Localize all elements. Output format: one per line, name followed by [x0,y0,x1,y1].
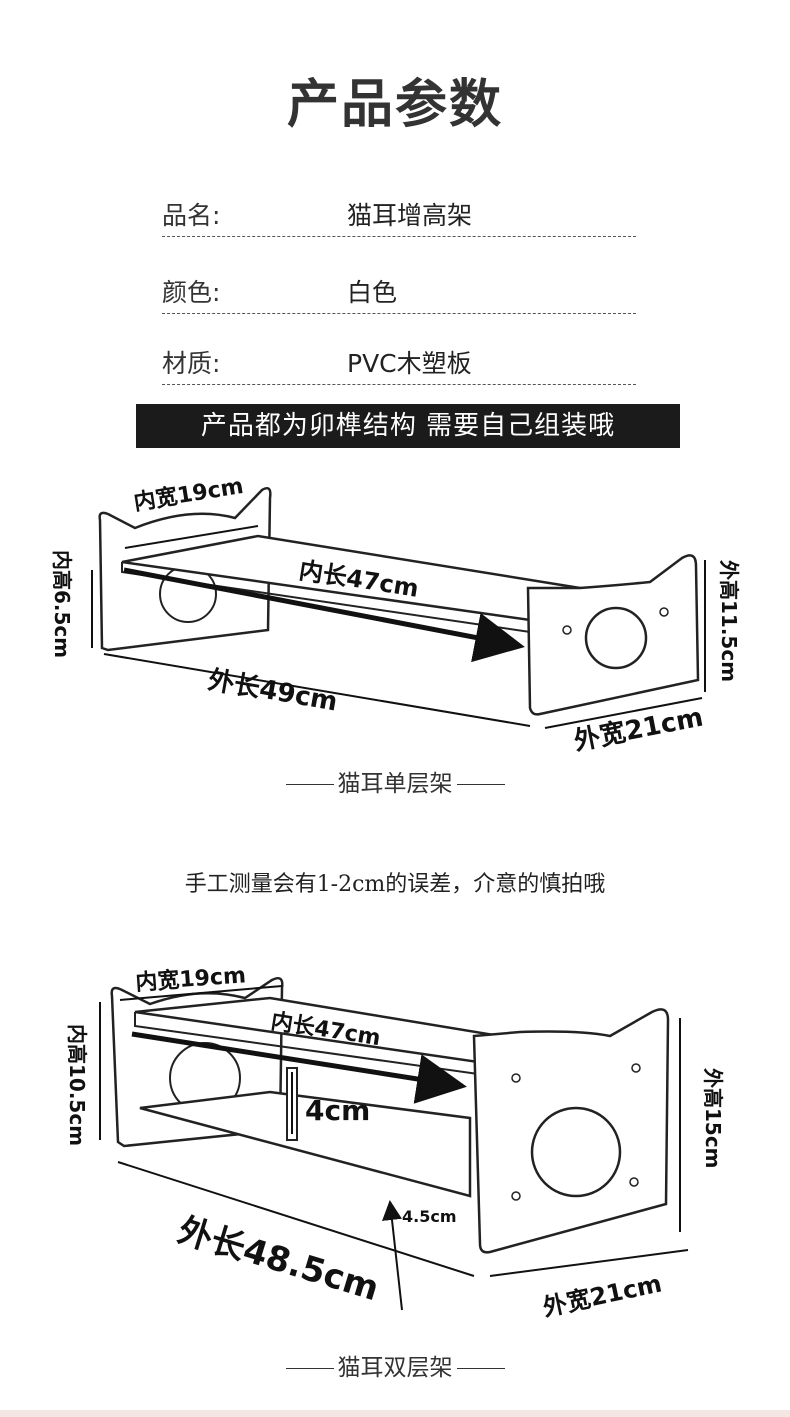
screw [511,1073,521,1083]
inner-length-arrow [123,567,525,663]
bottom-strip [0,1410,790,1417]
outer-length-label: 外长49cm [206,665,340,717]
shelf-gap-label: 4cm [305,1094,370,1127]
outer-width-label: 外宽21cm [540,1269,664,1321]
inner-height-label: 内高10.5cm [65,1024,89,1146]
param-row-color: 颜色: 白色 [162,273,636,314]
param-row-material: 材质: PVC木塑板 [162,344,636,385]
inner-width-line [119,985,283,1001]
inner-height-label: 内高6.5cm [50,550,74,658]
leg-height-arrow [382,1200,403,1311]
screw [659,607,669,617]
caption-dash [456,1368,505,1369]
measurement-note: 手工测量会有1-2cm的误差，介意的慎拍哦 [184,872,606,897]
right-side-hole [584,606,648,670]
outer-length-label: 外长48.5cm [173,1210,383,1309]
param-value: 猫耳增高架 [347,201,473,230]
right-side-hole [530,1106,622,1198]
single-shelf-diagram: 内宽19cm 内高6.5cm 内长47cm 外高11.5cm 外长49cm 外宽… [50,473,741,757]
param-label: 品名: [162,201,221,230]
outer-height-label: 外高15cm [701,1068,725,1169]
lower-board [139,1090,472,1198]
outer-width-line [544,697,703,729]
caption-text: 猫耳双层架 [337,1355,453,1381]
outer-width-line [489,1249,689,1277]
param-label: 颜色: [162,278,221,307]
inner-width-line [124,525,259,549]
screw [511,1191,521,1201]
outer-length-line [117,1161,475,1277]
outer-height-label: 外高11.5cm [717,560,741,682]
caption-dash [456,784,505,785]
caption-dash [285,784,334,785]
double-shelf-caption: 猫耳双层架 [0,1348,790,1382]
leg-height-label: 4.5cm [402,1207,457,1226]
screw [629,1177,639,1187]
caption-text: 猫耳单层架 [337,771,453,797]
double-shelf-diagram: 内宽19cm 内高10.5cm 内长47cm 4cm 外高15cm 外长48.5… [65,962,725,1322]
screw [631,1063,641,1073]
param-value: PVC木塑板 [347,349,472,378]
single-shelf-caption: 猫耳单层架 [0,764,790,798]
caption-dash [285,1368,334,1369]
inner-length-arrow [131,1031,467,1104]
screw [562,625,572,635]
page-title: 产品参数 [286,74,503,135]
param-row-name: 品名: 猫耳增高架 [162,196,636,237]
outer-length-line [103,653,531,727]
param-value: 白色 [347,278,398,307]
param-label: 材质: [162,349,221,378]
assembly-banner: 产品都为卯榫结构 需要自己组装哦 [136,404,680,448]
inner-width-label: 内宽19cm [132,473,245,516]
